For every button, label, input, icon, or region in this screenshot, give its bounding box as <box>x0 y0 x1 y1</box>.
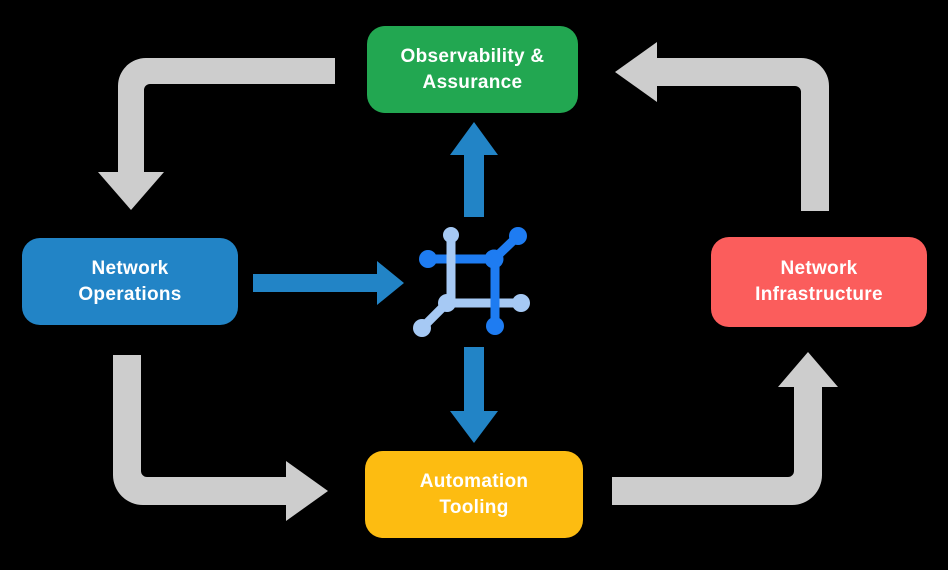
arrow-operations-to-tooling <box>113 355 328 521</box>
node-network-operations: Network Operations <box>22 238 238 325</box>
arrow-tooling-to-infrastructure <box>612 352 838 505</box>
node-automation-tooling: Automation Tooling <box>365 451 583 538</box>
node-tooling-label: Automation Tooling <box>419 470 529 518</box>
node-infrastructure-label: Network Infrastructure <box>755 258 883 305</box>
network-mesh-icon <box>413 227 530 337</box>
arrow-center-to-tooling <box>450 347 498 443</box>
node-operations-label: Network Operations <box>78 257 182 305</box>
arrow-center-to-observability <box>450 122 498 217</box>
arrow-operations-to-center <box>253 261 404 305</box>
arrow-infrastructure-to-observability <box>615 42 829 211</box>
node-network-infrastructure: Network Infrastructure <box>711 237 927 327</box>
node-observability-label: Observability & Assurance <box>400 45 545 93</box>
arrow-observability-to-operations <box>98 58 335 210</box>
node-observability-assurance: Observability & Assurance <box>367 26 578 113</box>
